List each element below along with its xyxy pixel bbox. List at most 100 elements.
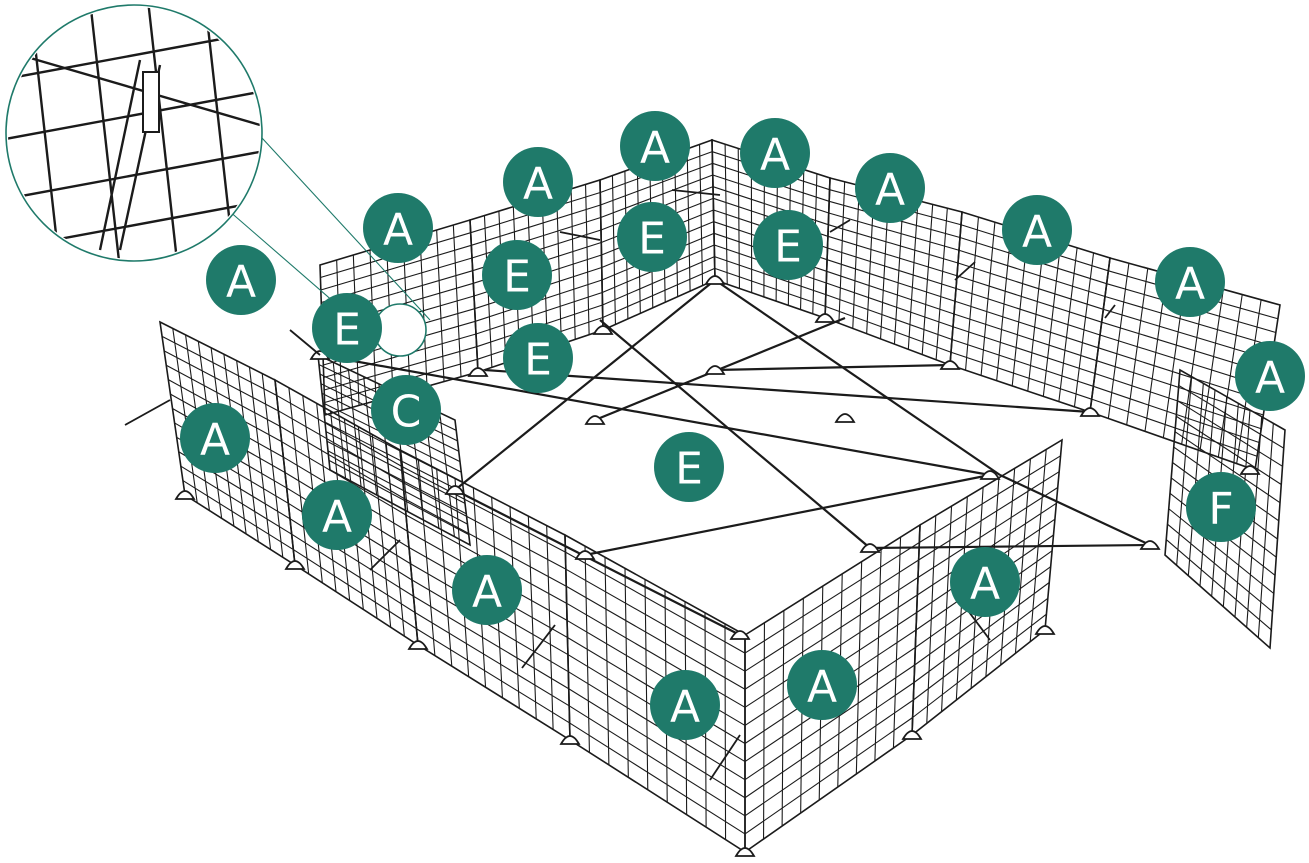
connector-foot <box>1034 625 1056 635</box>
connector-foot <box>734 847 756 857</box>
callout-badge-label: A <box>807 662 837 713</box>
ground-stakes <box>124 189 1116 781</box>
callout-a: A <box>206 245 276 315</box>
callout-a: A <box>302 480 372 550</box>
callout-badge-label: A <box>670 682 700 733</box>
callout-badge-label: A <box>1175 259 1205 310</box>
connector-foot <box>1079 407 1101 417</box>
connector-foot <box>901 730 923 740</box>
callout-badge-circle <box>180 403 250 473</box>
callout-a: A <box>1235 341 1305 411</box>
callout-badge-circle <box>620 111 690 181</box>
callout-badge-circle <box>363 193 433 263</box>
callout-badge-label: A <box>875 165 905 216</box>
stake <box>954 261 976 281</box>
callout-badge-circle <box>1002 195 1072 265</box>
connector-foot <box>704 275 726 285</box>
callout-badge-circle <box>371 375 441 445</box>
callout-badge-circle <box>503 147 573 217</box>
callout-badge-label: A <box>970 559 1000 610</box>
callout-a: A <box>620 111 690 181</box>
callout-a: A <box>452 555 522 625</box>
callout-badge-circle <box>740 118 810 188</box>
connector-foot <box>574 550 596 560</box>
callout-badge-label: E <box>333 305 361 356</box>
callout-f: F <box>1186 472 1256 542</box>
connector-foot <box>407 640 429 650</box>
callout-a: A <box>1002 195 1072 265</box>
stake <box>559 231 601 241</box>
connector-foot <box>834 413 856 423</box>
callout-badge-circle <box>654 432 724 502</box>
callout-e: E <box>482 240 552 310</box>
connector-foot <box>859 543 881 553</box>
stake <box>671 189 721 196</box>
callout-badge-circle <box>1235 341 1305 411</box>
connector-foot <box>704 365 726 375</box>
stake <box>829 219 851 233</box>
connector-foot <box>174 490 196 500</box>
callout-a: A <box>950 547 1020 617</box>
callout-badge-label: A <box>200 415 230 466</box>
callout-a: A <box>503 147 573 217</box>
callout-badge-label: A <box>226 257 256 308</box>
connector-foot <box>284 560 306 570</box>
callout-badge-label: A <box>322 492 352 543</box>
callout-badge-circle <box>753 210 823 280</box>
callout-badge-label: A <box>640 123 670 174</box>
callout-badge-circle <box>617 202 687 272</box>
callout-badge-label: E <box>503 252 531 303</box>
callout-e: E <box>753 210 823 280</box>
callout-badge-label: C <box>391 387 422 438</box>
callout-badge-circle <box>503 323 573 393</box>
callout-a: A <box>855 153 925 223</box>
callout-badge-circle <box>1155 247 1225 317</box>
connector-foot <box>939 360 961 370</box>
callout-badge-circle <box>950 547 1020 617</box>
callout-a: A <box>740 118 810 188</box>
callout-badge-label: A <box>523 159 553 210</box>
connector-foot <box>729 630 751 640</box>
panel-connectors <box>174 275 1261 857</box>
stake <box>289 329 321 356</box>
connector-foot <box>584 415 606 425</box>
callout-badge-label: A <box>1022 207 1052 258</box>
callout-badge-circle <box>312 293 382 363</box>
callout-badge-circle <box>206 245 276 315</box>
callout-a: A <box>650 670 720 740</box>
callout-a: A <box>787 650 857 720</box>
connector-foot <box>559 735 581 745</box>
stake <box>369 539 401 571</box>
floor-support-bars <box>319 279 1151 636</box>
callout-badge-circle <box>787 650 857 720</box>
callout-badge-label: A <box>383 205 413 256</box>
connector-foot <box>592 325 614 335</box>
stake <box>124 399 171 426</box>
callout-e: E <box>617 202 687 272</box>
connector-detail-zoom <box>5 4 431 357</box>
callout-badge-circle <box>302 480 372 550</box>
connector-foot <box>979 470 1001 480</box>
callout-a: A <box>180 403 250 473</box>
stake <box>521 624 556 669</box>
callout-a: A <box>363 193 433 263</box>
callout-badge-label: A <box>760 130 790 181</box>
callout-a: A <box>1155 247 1225 317</box>
callout-e: E <box>503 323 573 393</box>
connector-foot <box>1239 465 1261 475</box>
callout-badge-circle <box>650 670 720 740</box>
callout-badge-label: E <box>524 335 552 386</box>
callout-badge-label: E <box>638 214 666 265</box>
callout-c: C <box>371 375 441 445</box>
callout-badge-label: E <box>675 444 703 495</box>
stake <box>709 734 741 781</box>
callout-badge-label: A <box>1255 353 1285 404</box>
connector-foot <box>814 313 836 323</box>
callout-e: E <box>312 293 382 363</box>
stake <box>1104 304 1116 319</box>
callout-badge-circle <box>855 153 925 223</box>
connector-foot <box>444 485 466 495</box>
callout-badge-label: A <box>472 567 502 618</box>
